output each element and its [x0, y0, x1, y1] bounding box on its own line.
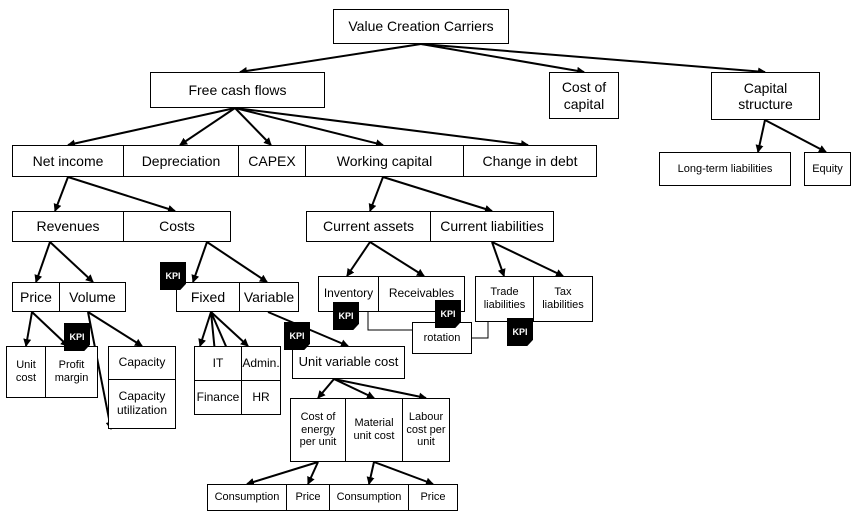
node-costs: Costs [123, 211, 231, 242]
node-admin: Admin. [241, 346, 281, 381]
node-receivables: Receivables [378, 276, 465, 312]
arrow-28 [210, 311, 249, 347]
arrow-9 [234, 107, 529, 149]
arrow-36 [366, 461, 375, 485]
arrow-12 [368, 176, 384, 212]
node-long-term-liabilities: Long-term liabilities [659, 152, 791, 186]
kpi-badge-fixed-costs: KPI [160, 262, 186, 290]
node-finance: Finance [194, 380, 242, 415]
arrow-32 [333, 378, 375, 399]
node-capex: CAPEX [238, 145, 306, 177]
arrow-25 [87, 311, 114, 430]
node-trade-liabilities: Trade liabilities [475, 276, 534, 322]
arrow-33 [333, 378, 427, 401]
arrow-34 [246, 461, 319, 486]
arrow-4 [764, 119, 827, 153]
arrow-24 [87, 311, 143, 347]
arrow-5 [67, 107, 236, 148]
node-net-income: Net income [12, 145, 124, 177]
kpi-badge-trade-liabilities: KPI [507, 318, 533, 346]
arrow-21 [491, 241, 564, 277]
kpi-badge-unit-variable-cost: KPI [284, 322, 310, 350]
node-current-liabilities: Current liabilities [430, 211, 554, 242]
node-volume: Volume [59, 282, 126, 312]
node-hr: HR [241, 380, 281, 415]
node-tax-liabilities: Tax liabilities [533, 276, 593, 322]
arrow-2 [420, 43, 766, 76]
node-fixed: Fixed [176, 282, 240, 312]
node-unit-variable-cost: Unit variable cost [292, 346, 405, 379]
node-it: IT [194, 346, 242, 381]
arrow-8 [234, 107, 384, 148]
arrow-14 [34, 241, 51, 283]
arrow-3 [755, 119, 766, 153]
arrow-6 [179, 107, 236, 146]
arrow-7 [234, 107, 272, 146]
node-unit-cost: Unit cost [6, 346, 46, 398]
arrow-22 [23, 311, 33, 347]
node-profit-margin: Profit margin [45, 346, 98, 398]
arrow-10 [53, 176, 69, 212]
node-revenues: Revenues [12, 211, 124, 242]
arrow-35 [307, 461, 319, 485]
node-capacity-utilization: Capacity utilization [108, 379, 176, 429]
arrow-37 [373, 461, 434, 486]
arrow-18 [346, 241, 371, 277]
node-variable: Variable [239, 282, 299, 312]
arrow-1 [420, 43, 585, 75]
arrow-31 [317, 378, 335, 399]
node-free-cash-flows: Free cash flows [150, 72, 325, 108]
arrow-19 [369, 241, 425, 277]
node-price-1: Price [286, 484, 330, 511]
arrow-15 [49, 241, 94, 283]
node-inventory: Inventory [318, 276, 379, 312]
kpi-badge-receivables: KPI [435, 300, 461, 328]
node-cost-of-energy: Cost of energy per unit [290, 398, 346, 462]
kpi-badge-profit-margin: KPI [64, 323, 90, 351]
node-capital-structure: Capital structure [711, 72, 820, 120]
arrow-16 [191, 241, 208, 283]
rotation-connector-1 [470, 322, 489, 339]
rotation-connector-0 [367, 312, 412, 331]
arrow-0 [239, 43, 422, 75]
node-cost-of-capital: Cost of capital [549, 72, 619, 119]
node-labour-cost: Labour cost per unit [402, 398, 450, 462]
node-capacity: Capacity [108, 346, 176, 380]
node-consumption-1: Consumption [207, 484, 287, 511]
kpi-badge-inventory: KPI [333, 302, 359, 330]
node-current-assets: Current assets [306, 211, 431, 242]
node-consumption-2: Consumption [329, 484, 409, 511]
node-price-2: Price [408, 484, 458, 511]
arrow-20 [491, 241, 506, 277]
node-material-unit-cost: Material unit cost [345, 398, 403, 462]
node-change-in-debt: Change in debt [463, 145, 597, 177]
arrow-26 [198, 311, 212, 347]
node-value-creation-carriers: Value Creation Carriers [333, 9, 509, 44]
node-depreciation: Depreciation [123, 145, 239, 177]
node-price: Price [12, 282, 60, 312]
arrow-13 [382, 176, 493, 213]
arrow-23 [31, 311, 69, 347]
node-working-capital: Working capital [305, 145, 464, 177]
node-equity: Equity [804, 152, 851, 186]
node-rotation: rotation [412, 322, 472, 354]
arrow-11 [67, 176, 176, 213]
arrow-17 [206, 241, 268, 283]
